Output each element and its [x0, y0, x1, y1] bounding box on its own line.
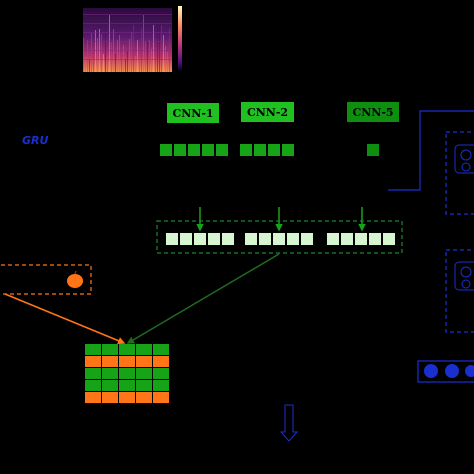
- green-arrow: [126, 253, 280, 344]
- colorbar: [178, 6, 182, 72]
- cnn-2-box: [241, 102, 294, 122]
- gru-cell-box-top: [445, 131, 474, 215]
- cnn-block-2: CNN-2: [241, 102, 294, 122]
- blue-connector-line: [388, 110, 474, 191]
- cnn-1-label: CNN-1: [172, 107, 213, 120]
- pooled-cell: [327, 233, 339, 245]
- grid-cell: [85, 392, 101, 403]
- pumpkin-icon: [67, 270, 83, 288]
- grid-cell: [119, 356, 135, 367]
- grid-cell: [119, 392, 135, 403]
- cnn-2-features: [240, 144, 294, 156]
- cnn-2-label: CNN-2: [247, 106, 288, 119]
- orange-arrow: [4, 293, 126, 345]
- cnn-5-features: [367, 144, 379, 156]
- gru-output-nodes: [417, 360, 474, 383]
- pooled-cell: [301, 233, 313, 245]
- output-node: [445, 364, 459, 378]
- pooled-cell: [273, 233, 285, 245]
- grid-cell: [102, 380, 118, 391]
- gru-cell-icon: [454, 261, 474, 291]
- grid-cell: [153, 368, 169, 379]
- gru-cell-icon: [454, 144, 474, 174]
- pooled-feature-box: [156, 220, 403, 254]
- feature-cell: [188, 144, 200, 156]
- grid-cell: [85, 368, 101, 379]
- grid-cell: [102, 368, 118, 379]
- pooled-cell: [259, 233, 271, 245]
- grid-cell: [136, 356, 152, 367]
- spectrogram-icon: [83, 6, 182, 72]
- grid-cell: [136, 344, 152, 355]
- feature-cell: [160, 144, 172, 156]
- output-node: [465, 365, 474, 377]
- grid-cell: [85, 380, 101, 391]
- cnn-block-5: CNN-5: [347, 102, 399, 122]
- grid-cell: [102, 356, 118, 367]
- grid-cell: [85, 344, 101, 355]
- pooled-cell: [194, 233, 206, 245]
- feature-cell: [282, 144, 294, 156]
- feature-cell: [240, 144, 252, 156]
- pooled-cell: [369, 233, 381, 245]
- grid-cell: [136, 392, 152, 403]
- grid-cell: [153, 344, 169, 355]
- grid-cell: [136, 380, 152, 391]
- feature-cell: [254, 144, 266, 156]
- feature-cell: [202, 144, 214, 156]
- pooled-cell: [180, 233, 192, 245]
- cnn-5-box: [347, 102, 399, 122]
- pooled-cell: [287, 233, 299, 245]
- output-node-box: [417, 360, 474, 383]
- grid-cell: [153, 356, 169, 367]
- pooled-cell: [355, 233, 367, 245]
- gru-label: GRU: [22, 134, 48, 147]
- grid-cell: [153, 380, 169, 391]
- grid-cell: [119, 368, 135, 379]
- grid-cell: [153, 392, 169, 403]
- grid-cell: [85, 356, 101, 367]
- pooled-cell: [341, 233, 353, 245]
- output-down-arrow: [279, 404, 299, 442]
- cnn-5-label: CNN-5: [352, 106, 393, 119]
- output-node: [424, 364, 438, 378]
- pooled-features: [166, 233, 395, 245]
- gru-cell-box-bottom: [445, 249, 474, 333]
- grid-cell: [102, 344, 118, 355]
- cnn-block-1: CNN-1: [167, 103, 219, 123]
- grid-cell: [119, 344, 135, 355]
- pooled-cell: [245, 233, 257, 245]
- grid-cell: [119, 380, 135, 391]
- feature-cell: [268, 144, 280, 156]
- pooled-cell: [208, 233, 220, 245]
- feature-cell: [174, 144, 186, 156]
- pooled-cell: [383, 233, 395, 245]
- combined-feature-grid: [85, 344, 169, 403]
- pooled-cell: [166, 233, 178, 245]
- grid-cell: [102, 392, 118, 403]
- pooled-cell: [222, 233, 234, 245]
- feature-cell: [367, 144, 379, 156]
- cnn-1-features: [160, 144, 228, 156]
- grid-cell: [136, 368, 152, 379]
- feature-cell: [216, 144, 228, 156]
- cnn-1-box: [167, 103, 219, 123]
